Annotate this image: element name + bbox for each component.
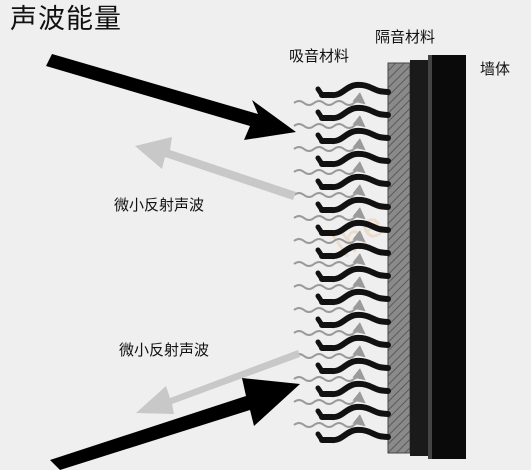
absorbing-fiber-icon	[319, 81, 391, 99]
absorbing-fiber-tip-icon	[315, 155, 325, 167]
absorbing-fiber-tip-icon	[315, 201, 325, 213]
transmitted-wave-icon	[293, 184, 366, 198]
transmitted-wave-icon	[293, 207, 366, 221]
absorbing-fiber-icon	[319, 265, 391, 283]
absorbing-fiber-tip-icon	[315, 132, 325, 144]
wall-label: 墙体	[480, 60, 511, 78]
transmitted-wave-icon	[293, 253, 366, 267]
inner-dark-layer	[410, 60, 430, 456]
absorbing-fiber-icon	[319, 242, 391, 260]
transmitted-wave-icon	[293, 322, 366, 336]
insulating-material-label: 隔音材料	[375, 28, 436, 46]
reflected-sound-arrow	[136, 350, 300, 414]
transmitted-wave-icon	[293, 92, 366, 106]
absorbing-fiber-tip-icon	[315, 178, 325, 190]
absorbing-fiber-icon	[319, 104, 391, 122]
absorbing-fiber-tip-icon	[315, 431, 325, 443]
transmitted-wave-icon	[293, 276, 366, 290]
wall-block	[432, 55, 466, 459]
absorbing-fiber-tip-icon	[315, 408, 325, 420]
incident-arrows	[46, 54, 300, 470]
absorbing-fiber-tip-icon	[315, 270, 325, 282]
absorbing-fiber-tip-icon	[315, 109, 325, 121]
absorbing-fiber-icon	[319, 288, 391, 306]
absorbing-fiber-icon	[319, 127, 391, 145]
transmitted-wave-icon	[293, 345, 366, 359]
absorbing-fiber-icon	[319, 334, 391, 352]
absorbing-fiber-icon	[319, 173, 391, 191]
diagram-title: 声波能量	[10, 4, 122, 35]
transmitted-wave-icon	[293, 391, 366, 405]
absorbing-fiber-icon	[319, 150, 391, 168]
transmitted-wave-icon	[293, 230, 366, 244]
transmitted-wave-icon	[293, 368, 366, 382]
incident-sound-arrow	[50, 378, 300, 470]
absorbing-fiber-icon	[319, 426, 391, 444]
wall-strip	[428, 55, 432, 459]
wall-assembly	[387, 55, 466, 459]
absorbing-fiber-icon	[319, 403, 391, 421]
absorbing-material-label: 吸音材料	[289, 47, 350, 65]
transmitted-waves	[293, 92, 366, 428]
absorbing-fiber-icon	[319, 311, 391, 329]
absorbing-fiber-tip-icon	[315, 362, 325, 374]
reflected-wave-label-top: 微小反射声波	[114, 196, 205, 214]
reflected-sound-arrow	[135, 137, 296, 200]
absorbing-fiber-tip-icon	[315, 339, 325, 351]
absorbing-fiber-icon	[319, 196, 391, 214]
absorbing-fiber-tip-icon	[315, 385, 325, 397]
reflected-wave-label-bottom: 微小反射声波	[119, 341, 210, 359]
absorbing-fibers	[315, 81, 391, 444]
transmitted-wave-icon	[293, 161, 366, 175]
incident-sound-arrow	[46, 54, 296, 140]
insulation-layer	[387, 62, 411, 454]
transmitted-wave-icon	[293, 299, 366, 313]
transmitted-wave-icon	[293, 138, 366, 152]
transmitted-wave-icon	[293, 115, 366, 129]
absorbing-fiber-icon	[319, 219, 391, 237]
absorbing-fiber-tip-icon	[315, 247, 325, 259]
absorbing-fiber-tip-icon	[315, 316, 325, 328]
absorbing-fiber-tip-icon	[315, 224, 325, 236]
absorbing-fiber-icon	[319, 380, 391, 398]
transmitted-wave-icon	[293, 414, 366, 428]
absorbing-fiber-tip-icon	[315, 86, 325, 98]
absorbing-fiber-tip-icon	[315, 293, 325, 305]
reflected-arrows	[135, 137, 300, 414]
absorbing-fiber-icon	[319, 357, 391, 375]
